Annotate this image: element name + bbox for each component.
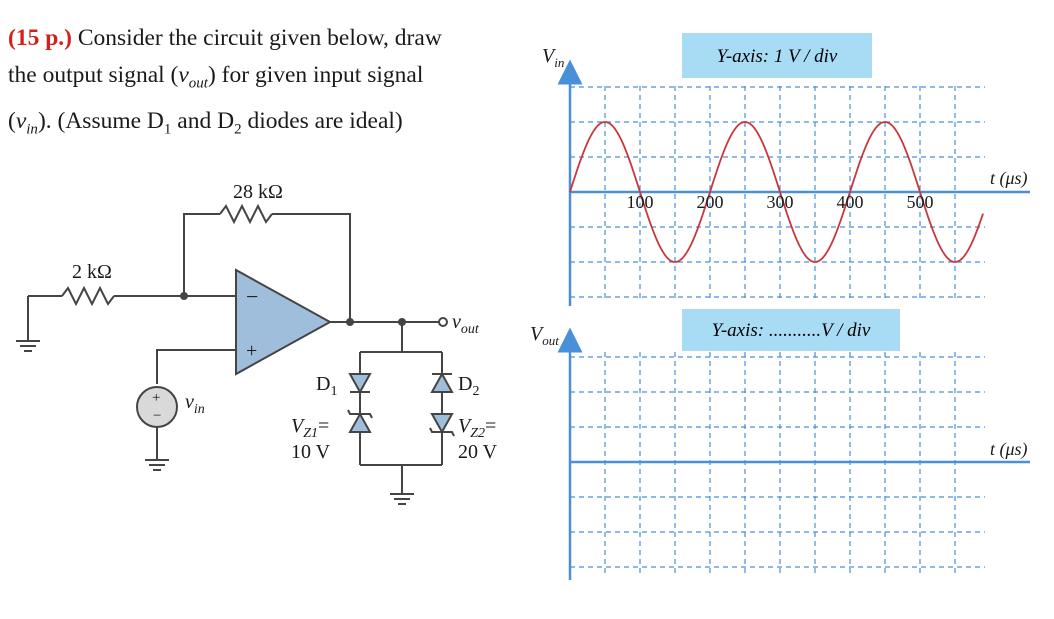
question-vin-v: v xyxy=(15,107,27,134)
vin-time-label: t (μs) xyxy=(990,168,1028,189)
d2-diode xyxy=(430,371,454,393)
question-line1: Consider the circuit given below, draw xyxy=(71,25,442,51)
vin-tick-label: 200 xyxy=(697,192,724,212)
opamp-plus-sign: + xyxy=(246,340,257,362)
question-line3c: and D xyxy=(171,107,235,134)
vin-axis-note-box xyxy=(682,33,872,78)
vin-grid xyxy=(570,86,985,298)
vz1-eq: = xyxy=(318,415,329,437)
question-line2a: the output signal ( xyxy=(8,62,179,88)
vout-axis-note-box xyxy=(682,309,900,351)
vout-axis-label: V xyxy=(530,323,545,345)
question-line3d: diodes are ideal) xyxy=(241,107,403,134)
vin-tick-label: 100 xyxy=(627,192,654,212)
svg-text:VZ2=: VZ2= xyxy=(458,415,496,441)
zener-branch-top xyxy=(359,322,443,466)
vin-sine-wave xyxy=(569,121,984,263)
question-vout-v: v xyxy=(178,62,189,88)
vin-tick-label: 500 xyxy=(907,192,934,212)
svg-text:vin: vin xyxy=(185,391,205,417)
source-plus-sign: + xyxy=(152,390,160,406)
feedback-wire-right xyxy=(272,213,351,322)
vz2-eq: = xyxy=(485,415,496,437)
question-d2-sub: 2 xyxy=(234,121,242,138)
svg-text:Vout: Vout xyxy=(530,323,559,348)
svg-text:D2: D2 xyxy=(458,373,479,399)
question-line3a: ( xyxy=(8,107,16,134)
vout-label-sub: out xyxy=(461,322,480,337)
d1-label: D xyxy=(316,373,330,395)
r2k-label: 2 kΩ xyxy=(72,261,112,283)
zener2-diode xyxy=(430,413,454,435)
vout-time-label: t (μs) xyxy=(990,439,1028,460)
source-minus-sign: − xyxy=(153,408,161,424)
output-terminal xyxy=(438,317,448,327)
vin-tick-label: 400 xyxy=(837,192,864,212)
vin-axis-label: V xyxy=(542,45,557,67)
d2-label-sub: 2 xyxy=(472,384,479,399)
vin-tick-labels: 100 200 300 400 500 xyxy=(627,192,934,212)
d1-label-sub: 1 xyxy=(330,384,337,399)
vz1-label: V xyxy=(291,415,306,437)
vin-axis-label-sub: in xyxy=(554,55,564,70)
plus-input-wire xyxy=(156,349,236,384)
vout-label-v: v xyxy=(452,311,461,333)
feedback-wire-left xyxy=(183,213,220,296)
opamp-triangle xyxy=(235,268,333,376)
svg-text:D1: D1 xyxy=(316,373,337,399)
resistor-2k xyxy=(61,285,115,307)
vz2-label: V xyxy=(458,415,473,437)
zener2-bar xyxy=(429,427,455,437)
vz1-label-sub: Z1 xyxy=(303,426,318,441)
vout-axis-note: Y-axis: ...........V / div xyxy=(712,320,871,341)
opamp-minus-sign: − xyxy=(246,284,258,309)
vz2-label-sub: Z2 xyxy=(470,426,485,441)
question-text: (15 p.) Consider the circuit given below… xyxy=(8,20,508,148)
vin-axis-note: Y-axis: 1 V / div xyxy=(717,46,838,67)
d2-label: D xyxy=(458,373,472,395)
question-vin-sub: in xyxy=(26,121,38,138)
vin-tick-label: 300 xyxy=(767,192,794,212)
vz2-value: 20 V xyxy=(458,441,498,463)
zener1-diode xyxy=(348,411,372,433)
vin-label-sub: in xyxy=(194,402,205,417)
question-line3b: ). (Assume D xyxy=(37,107,164,134)
ground-source-symbol xyxy=(145,459,169,471)
junction-zener xyxy=(398,318,406,326)
junction-output xyxy=(346,318,354,326)
r28k-label: 28 kΩ xyxy=(233,181,283,203)
zener1-bar xyxy=(347,409,373,419)
question-points: (15 p.) xyxy=(8,25,72,51)
question-d1-sub: 1 xyxy=(163,121,172,138)
question-vout-sub: out xyxy=(188,75,208,92)
vout-grid xyxy=(570,352,985,575)
ground-left-symbol xyxy=(16,340,40,352)
ground-zener-symbol xyxy=(390,493,414,505)
svg-text:vout: vout xyxy=(452,311,480,337)
svg-text:VZ1=: VZ1= xyxy=(291,415,329,441)
vout-axis-label-sub: out xyxy=(542,333,559,348)
question-line2b: ) for given input signal xyxy=(207,62,424,88)
d1-diode xyxy=(348,373,372,395)
vz1-value: 10 V xyxy=(291,441,331,463)
vin-label-v: v xyxy=(185,391,194,413)
svg-text:Vin: Vin xyxy=(542,45,564,70)
resistor-28k xyxy=(219,203,273,225)
junction-feedback xyxy=(180,292,188,300)
